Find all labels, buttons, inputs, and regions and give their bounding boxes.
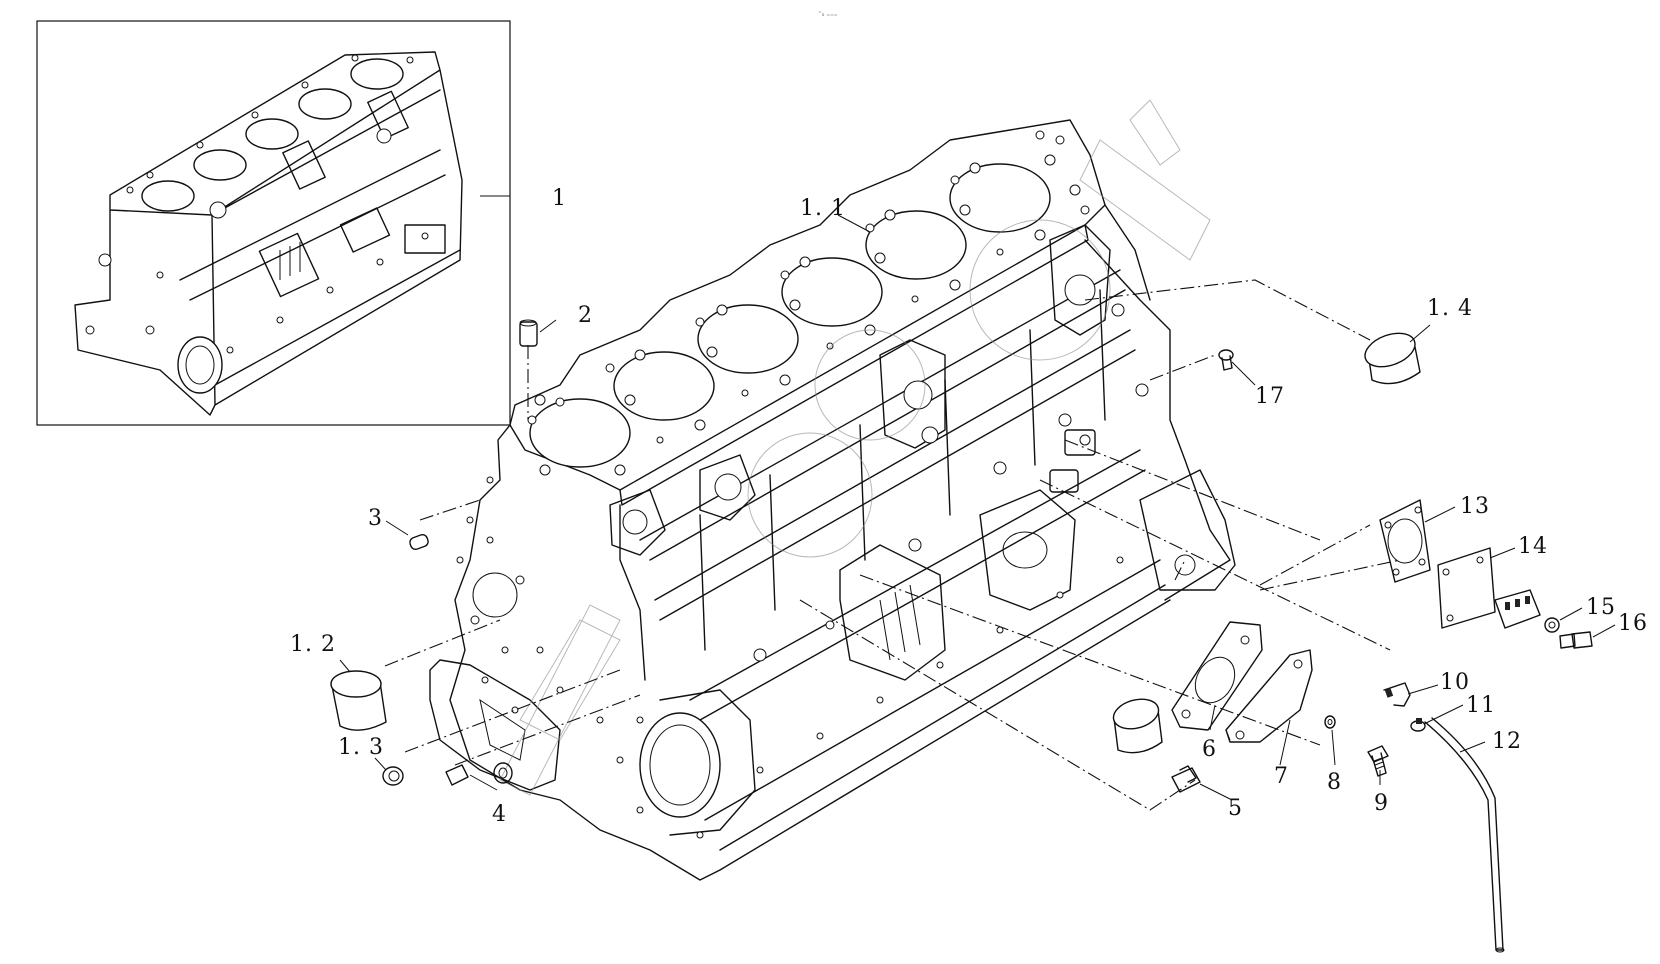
label-10: 10 [1440, 670, 1470, 695]
part-labels: 1 1. 1 2 3 1. 2 1. 3 4 1. 4 17 5 6 7 8 9… [290, 186, 1648, 827]
label-17: 17 [1255, 384, 1285, 409]
label-4: 4 [492, 802, 507, 827]
part-6-gasket [1171, 621, 1263, 731]
leader-lines [384, 279, 1401, 811]
label-3: 3 [368, 506, 383, 531]
inset-engine-block [74, 51, 510, 416]
part-8-washer [1324, 715, 1336, 729]
part-2-dowel [519, 319, 538, 347]
part-1-2-bushing [330, 670, 387, 731]
label-1-2: 1. 2 [290, 632, 336, 657]
part-17-bolt [1218, 349, 1234, 371]
part-1-3-plug [382, 766, 404, 786]
watermark [499, 99, 1211, 796]
part-9-bolt [1367, 745, 1389, 777]
label-1-4: 1. 4 [1427, 296, 1473, 321]
main-engine-block [429, 119, 1236, 881]
header-code: ⁼ₛ ₌₌₌ [818, 10, 838, 18]
label-13: 13 [1460, 494, 1490, 519]
part-camshaft-bushing [1112, 698, 1163, 754]
label-5: 5 [1228, 796, 1243, 821]
part-7-cover-plate [1225, 649, 1313, 743]
label-12: 12 [1492, 729, 1522, 754]
label-1-3: 1. 3 [338, 735, 384, 760]
part-1-4-bushing [1364, 332, 1421, 385]
part-11-clip [1410, 718, 1426, 732]
label-2: 2 [578, 303, 593, 328]
label-9: 9 [1374, 791, 1389, 816]
label-8: 8 [1327, 770, 1342, 795]
label-1-1: 1. 1 [800, 196, 846, 221]
part-13-gasket [1379, 499, 1431, 583]
part-3-pin [409, 533, 429, 551]
inset-frame [36, 20, 511, 426]
label-15: 15 [1586, 595, 1616, 620]
label-11: 11 [1466, 693, 1496, 718]
label-1: 1 [552, 186, 567, 211]
part-5-fitting [1171, 765, 1201, 793]
part-4-pins [445, 762, 513, 786]
part-16-bolt [1559, 631, 1593, 649]
part-15-washer [1544, 617, 1560, 633]
callout-leaders [339, 214, 1616, 801]
part-14-cover-plate [1437, 547, 1496, 629]
label-14: 14 [1518, 534, 1548, 559]
label-6: 6 [1202, 737, 1217, 762]
label-7: 7 [1274, 764, 1289, 789]
part-12-dipstick-tube [1424, 717, 1505, 953]
part-bracket [1494, 589, 1541, 629]
part-10-fitting [1383, 682, 1411, 707]
label-16: 16 [1618, 611, 1648, 636]
